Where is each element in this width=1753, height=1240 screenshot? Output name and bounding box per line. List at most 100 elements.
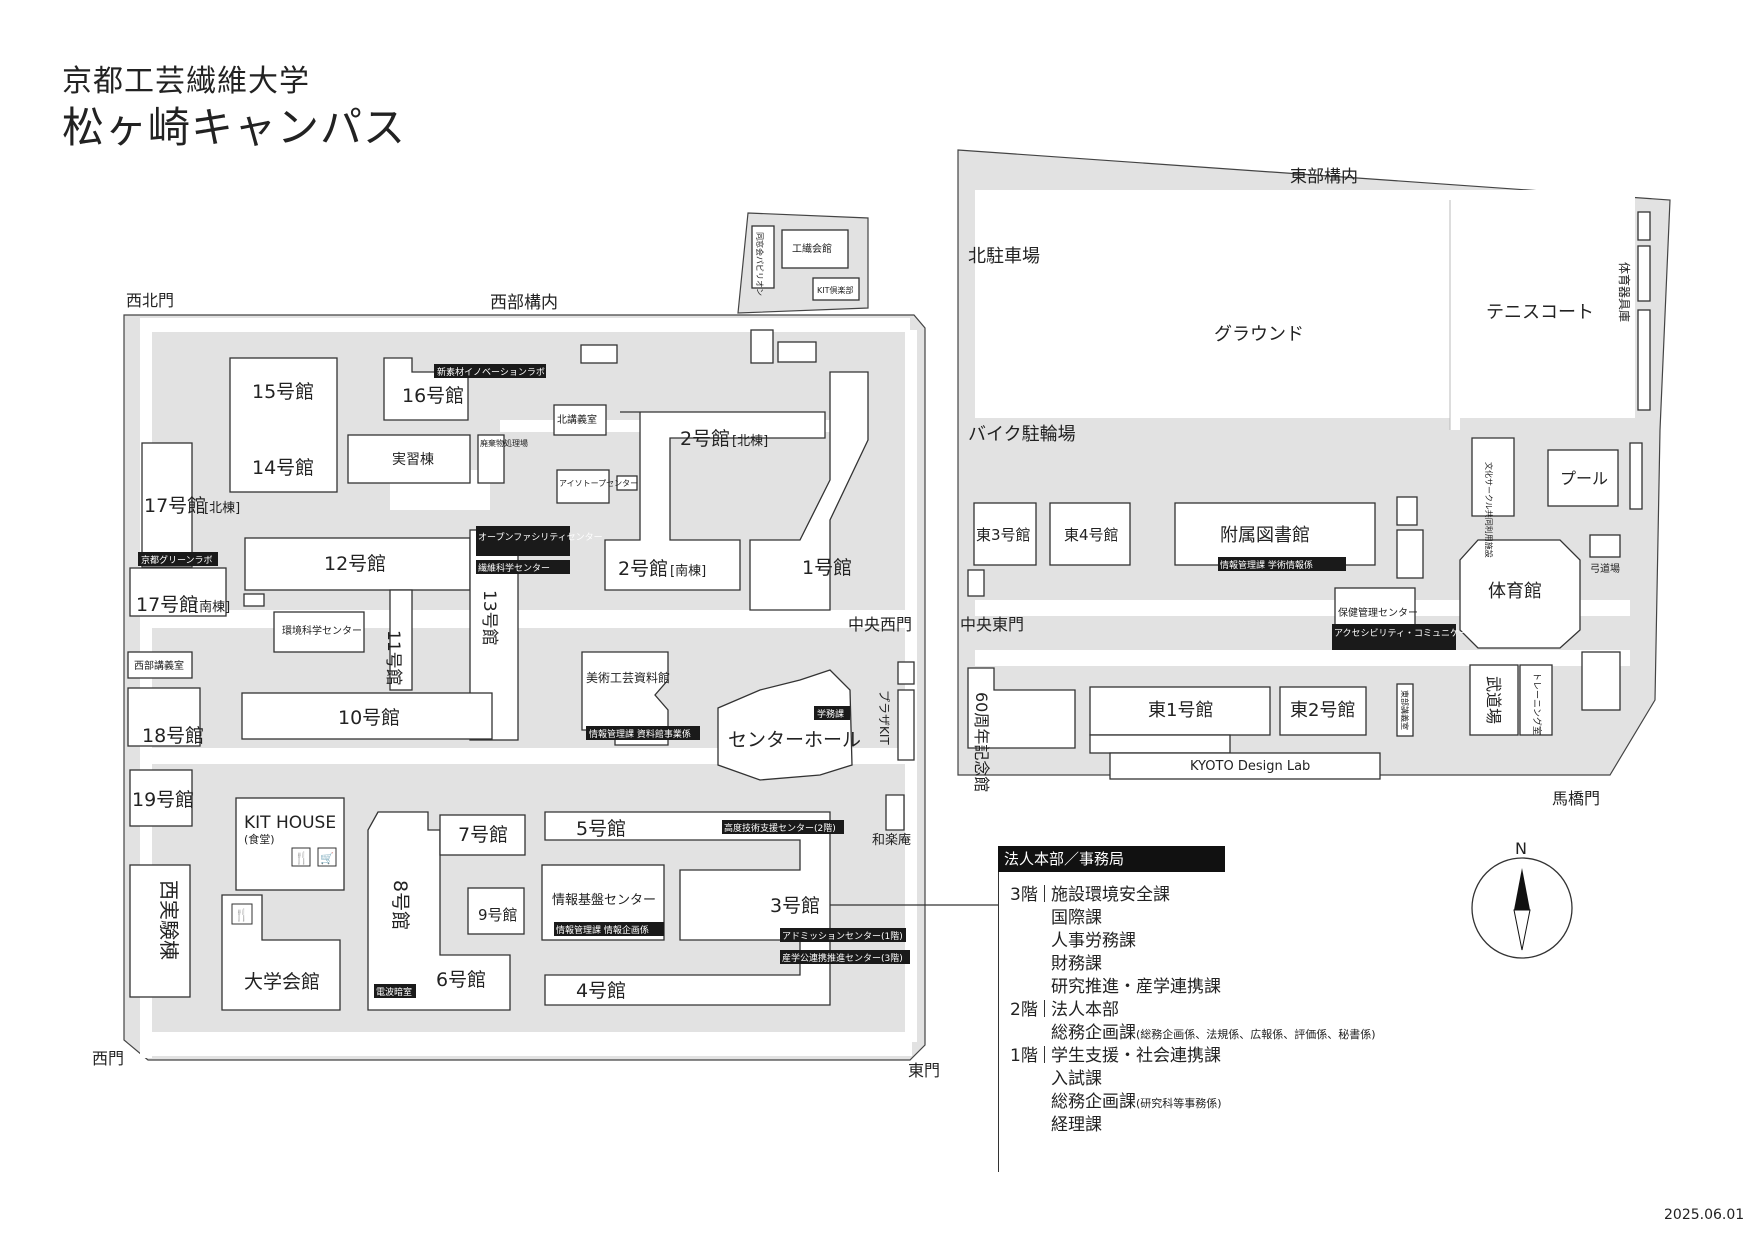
building-8-6[interactable] xyxy=(367,811,511,1011)
building-jisshu[interactable] xyxy=(347,434,471,484)
building-center-hall[interactable] xyxy=(717,669,853,781)
building-higashi1[interactable] xyxy=(1089,686,1271,736)
svg-text:🍴: 🍴 xyxy=(294,851,309,865)
label-haiki: 廃棄物処理場 xyxy=(480,438,528,448)
gate-northwest[interactable]: 西北門 xyxy=(126,291,174,310)
label-higashi3: 東3号館 xyxy=(976,526,1031,544)
building-design-lab[interactable] xyxy=(1109,752,1381,780)
office-department: 施設環境安全課 xyxy=(1051,885,1170,905)
gate-umahashi[interactable]: 馬橋門 xyxy=(1552,789,1600,808)
tag-admission: アドミッションセンター(1階) xyxy=(782,931,903,942)
building-higashi3[interactable] xyxy=(973,502,1037,566)
office-row: 3階施設環境安全課 xyxy=(1010,880,1170,905)
building-library[interactable] xyxy=(1174,502,1376,566)
building-nishi-jikken[interactable] xyxy=(129,864,191,998)
building-2[interactable] xyxy=(604,411,826,591)
building-10[interactable] xyxy=(241,692,493,740)
building-isotope[interactable] xyxy=(556,469,610,504)
building-60th-memorial[interactable] xyxy=(967,667,1076,749)
tag-sen-i: 繊維科学センター xyxy=(478,562,550,574)
label-b8: 8号館 xyxy=(389,880,411,930)
gate-west[interactable]: 西門 xyxy=(92,1049,124,1068)
building-warakuan[interactable] xyxy=(885,794,905,831)
building-taiiku-kigu[interactable] xyxy=(1637,245,1651,302)
building-higashi4[interactable] xyxy=(1049,502,1131,566)
label-b18: 18号館 xyxy=(142,725,204,747)
office-row: 入試課 xyxy=(1010,1064,1102,1089)
office-department: 国際課 xyxy=(1051,908,1102,928)
office-directory-header: 法人本部／事務局 xyxy=(998,846,1225,872)
gate-central-east[interactable]: 中央東門 xyxy=(960,615,1024,634)
building-kita-kougi[interactable] xyxy=(553,404,607,436)
label-b7: 7号館 xyxy=(458,824,508,846)
office-department-note: (総務企画係、法規係、広報係、評価係、秘書係) xyxy=(1136,1028,1376,1041)
label-b5: 5号館 xyxy=(576,818,626,840)
label-kankyo: 環境科学センター xyxy=(282,624,362,637)
tag-kodo: 高度技術支援センター(2階) xyxy=(724,822,836,834)
label-nishi-jikken: 西実験棟 xyxy=(157,880,181,960)
tag-open-facility: オープンファシリティセンター xyxy=(478,532,603,543)
tag-access: アクセシビリティ・コミュニケーション支援センター xyxy=(1334,627,1549,639)
office-floor: 2階 xyxy=(1010,1000,1038,1020)
office-row: 人事労務課 xyxy=(1010,926,1136,951)
tag-library: 情報管理課 学術情報係 xyxy=(1220,559,1313,571)
office-department: 法人本部 xyxy=(1051,1000,1119,1020)
building-pavilion[interactable] xyxy=(751,225,775,289)
label-kit-house: KIT HOUSE xyxy=(244,813,336,833)
building-pool[interactable] xyxy=(1547,449,1619,507)
label-b6: 6号館 xyxy=(436,969,486,991)
building-18[interactable] xyxy=(127,687,201,747)
label-bunka: 文化サークル共同利用施設 xyxy=(1484,462,1494,558)
label-kit-house-sub: (食堂) xyxy=(244,832,275,846)
label-center-hall: センターホール xyxy=(728,729,861,751)
building-1[interactable] xyxy=(749,371,869,611)
label-higashi4: 東4号館 xyxy=(1064,526,1119,544)
label-kit-club: KIT倶楽部 xyxy=(817,285,854,295)
label-b1: 1号館 xyxy=(802,557,852,579)
building-11[interactable] xyxy=(389,589,413,691)
building-haikibutsu[interactable] xyxy=(477,434,505,484)
building-bunka[interactable] xyxy=(1471,437,1515,517)
building-training[interactable] xyxy=(1519,664,1553,736)
building-12[interactable] xyxy=(244,537,471,591)
building-17s[interactable] xyxy=(129,567,227,617)
building-7[interactable] xyxy=(439,814,526,856)
label-jisshu: 実習棟 xyxy=(392,452,434,468)
tag-sangaku: 産学公連携推進センター(3階) xyxy=(782,952,903,964)
building-kyudo[interactable] xyxy=(1589,534,1621,558)
label-b17s-sub: [南棟] xyxy=(194,599,230,615)
tag-shinsozai: 新素材イノベーションラボ xyxy=(437,366,545,378)
office-department: 総務企画課 xyxy=(1051,1092,1136,1112)
building-17n[interactable] xyxy=(141,442,193,568)
label-plaza: プラザKIT xyxy=(877,690,891,745)
label-b14: 14号館 xyxy=(252,457,314,479)
building-nishi-kougi[interactable] xyxy=(127,651,193,679)
building-higashi-kougi[interactable] xyxy=(1396,683,1414,737)
building-gymnasium[interactable] xyxy=(1459,539,1581,649)
building-9[interactable] xyxy=(467,887,525,935)
gate-east[interactable]: 東門 xyxy=(908,1061,940,1080)
label-tennis: テニスコート xyxy=(1486,302,1594,323)
label-pavilion: 同窓会パビリオン xyxy=(755,232,765,296)
gate-central-west[interactable]: 中央西門 xyxy=(848,615,912,634)
building-budo[interactable] xyxy=(1469,664,1519,736)
area-east-label: 東部構内 xyxy=(1290,167,1358,187)
building-plaza-kit[interactable] xyxy=(897,689,915,761)
label-isotope: アイソトープセンター xyxy=(559,479,638,488)
area-west-label: 西部構内 xyxy=(490,293,558,313)
label-b2s-sub: [南棟] xyxy=(670,563,706,579)
label-budo: 武道場 xyxy=(1484,676,1503,724)
label-nishi-kougi: 西部講義室 xyxy=(134,659,184,672)
building-kankyo[interactable] xyxy=(273,611,365,653)
label-higashi-kougi: 東部講義室 xyxy=(1400,690,1410,730)
office-department: 人事労務課 xyxy=(1051,931,1136,951)
label-design-lab: KYOTO Design Lab xyxy=(1190,759,1310,774)
svg-text:🍴: 🍴 xyxy=(234,908,249,922)
building-19[interactable] xyxy=(129,769,193,827)
tag-green: 京都グリーンラボ xyxy=(141,554,213,566)
building-koshoku-kaikan[interactable] xyxy=(781,229,849,269)
building-15-14[interactable] xyxy=(229,357,338,493)
building-kit-house[interactable] xyxy=(235,797,345,891)
building-higashi2[interactable] xyxy=(1279,686,1367,736)
building-kit-club[interactable] xyxy=(812,277,860,301)
